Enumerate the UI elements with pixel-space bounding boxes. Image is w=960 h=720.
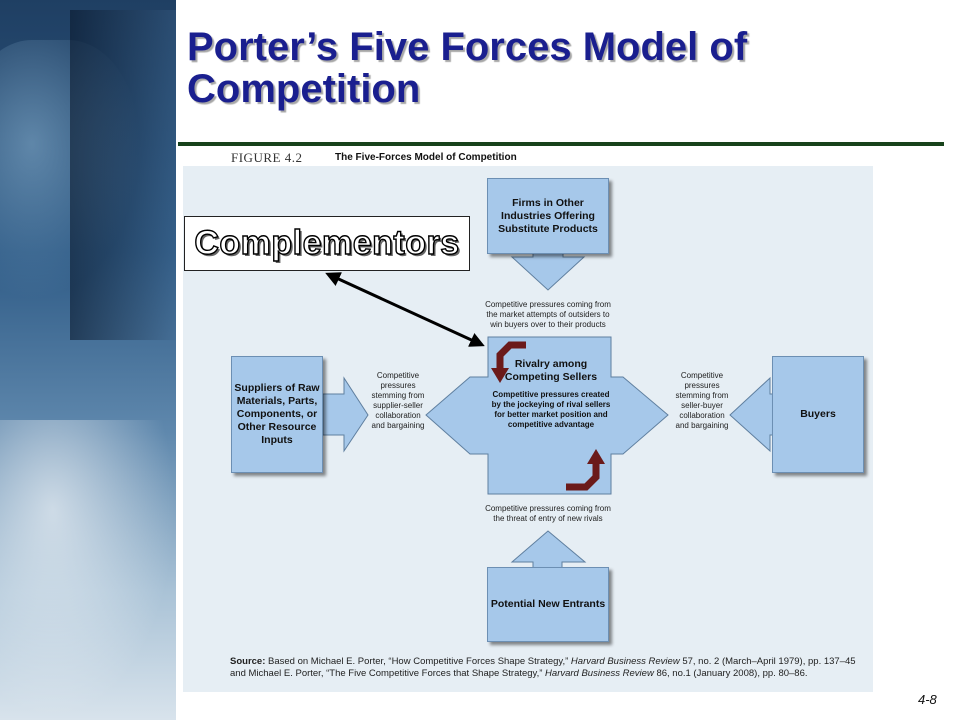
- rivalry-title: Rivalry among Competing Sellers: [504, 358, 598, 383]
- source-journal-2: Harvard Business Review: [545, 668, 654, 679]
- suppliers-box: Suppliers of Raw Materials, Parts, Compo…: [231, 356, 323, 473]
- complementors-callout: Complementors: [184, 216, 470, 271]
- entrants-label: Potential New Entrants: [490, 598, 606, 610]
- arrow-from-buyers: [729, 376, 774, 453]
- source-text-3: 86, no.1 (January 2008), pp. 80–86.: [653, 668, 808, 679]
- title-divider: [178, 142, 944, 146]
- suppliers-label: Suppliers of Raw Materials, Parts, Compo…: [234, 382, 320, 446]
- note-entrants: Competitive pressures coming from the th…: [485, 504, 611, 523]
- source-citation: Source: Based on Michael E. Porter, “How…: [230, 656, 870, 680]
- curved-arrow-top-head: [491, 368, 509, 383]
- source-journal-1: Harvard Business Review: [570, 656, 680, 667]
- page-number: 4-8: [918, 692, 937, 707]
- entrants-box: Potential New Entrants: [487, 567, 609, 642]
- slide-title-line1: Porter’s Five Forces Model of: [187, 25, 748, 69]
- slide-title: Porter’s Five Forces Model of Competitio…: [187, 26, 927, 110]
- source-text-1: Based on Michael E. Porter, “How Competi…: [265, 656, 571, 667]
- note-substitutes: Competitive pressures coming from the ma…: [485, 300, 611, 329]
- substitutes-label: Firms in Other Industries Offering Subst…: [498, 196, 598, 235]
- arrow-from-suppliers: [322, 376, 369, 453]
- note-suppliers: Competitive pressures stemming from supp…: [371, 371, 425, 430]
- rivalry-text: Rivalry among Competing Sellers Competit…: [487, 358, 615, 430]
- slide-title-line2: Competition: [187, 67, 421, 111]
- source-text-2: 57, no. 2 (March–April 1979), pp. 137–45…: [230, 656, 856, 679]
- curved-arrow-top: [496, 341, 526, 370]
- sidebar-shape: [70, 10, 176, 340]
- substitutes-box: Firms in Other Industries Offering Subst…: [487, 178, 609, 254]
- arrow-from-entrants: [510, 530, 587, 571]
- buyers-box: Buyers: [772, 356, 864, 473]
- figure-header: [183, 152, 873, 166]
- figure-caption: The Five-Forces Model of Competition: [335, 152, 517, 163]
- complementors-label: Complementors: [194, 223, 460, 262]
- rivalry-center-shape: [425, 336, 669, 495]
- note-buyers: Competitive pressures stemming from sell…: [675, 371, 729, 430]
- curved-arrow-bottom: [566, 462, 600, 491]
- rivalry-description: Competitive pressures created by the joc…: [491, 390, 611, 429]
- sidebar-shape: [0, 420, 176, 720]
- curved-arrow-bottom-head: [587, 449, 605, 464]
- source-prefix: Source:: [230, 656, 266, 667]
- complementors-arrow: [325, 272, 485, 347]
- figure-label: FIGURE 4.2: [231, 150, 303, 165]
- sidebar-photo: [0, 0, 176, 720]
- buyers-label: Buyers: [800, 408, 836, 420]
